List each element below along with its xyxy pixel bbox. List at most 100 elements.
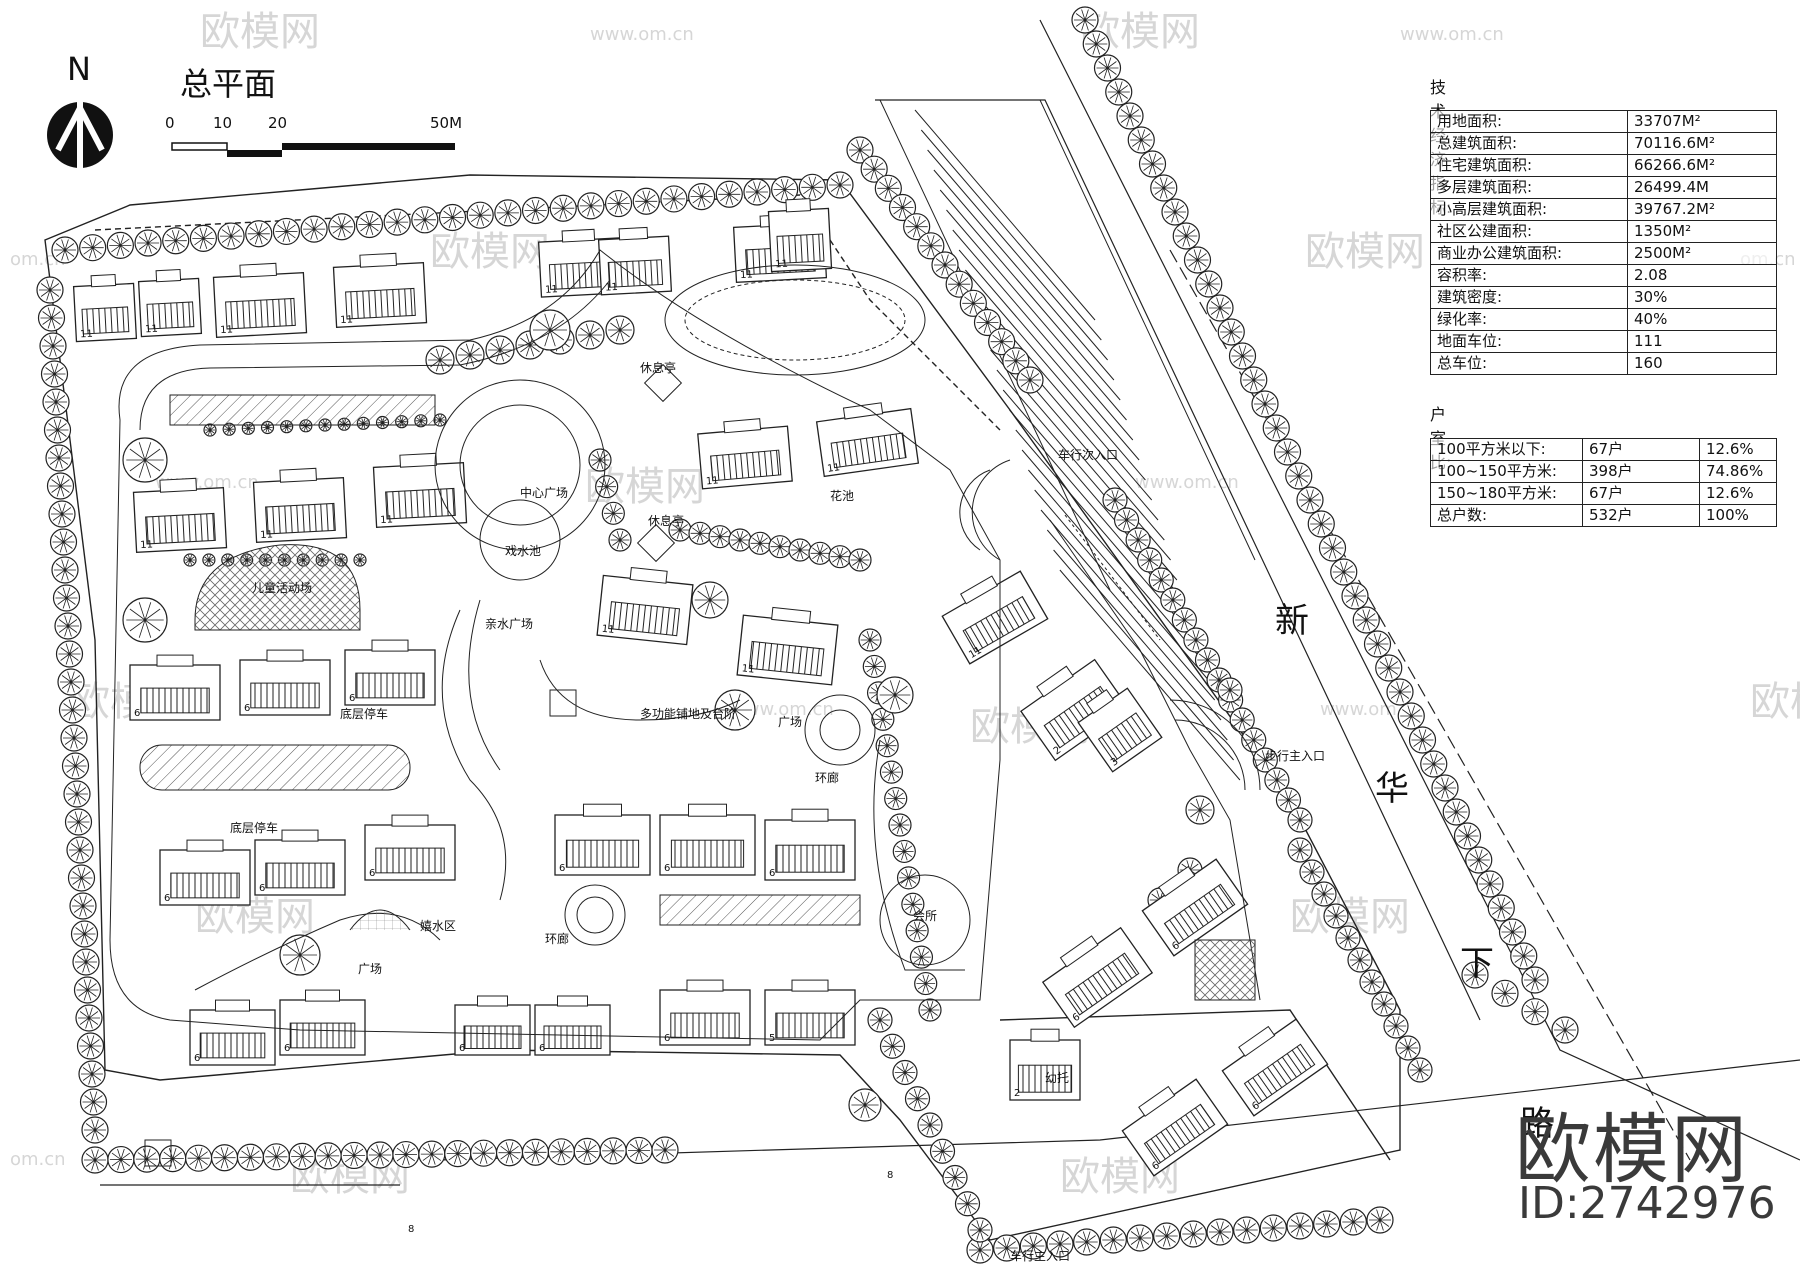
tree-icon: [573, 1137, 601, 1165]
tree-icon: [1395, 1035, 1421, 1061]
floor-count-label: 6: [1250, 1100, 1262, 1113]
parking-slot-line: [971, 289, 1153, 501]
unit-percent: 12.6%: [1699, 438, 1777, 461]
tree-icon: [521, 196, 550, 225]
tree-icon: [353, 553, 367, 567]
tree-icon: [1339, 1208, 1367, 1236]
tech-row: 多层建筑面积:26499.4M: [1430, 176, 1777, 199]
floor-count-label: 6: [134, 708, 140, 719]
tree-icon: [1071, 6, 1099, 34]
tree-icon: [884, 786, 908, 811]
building: 6: [189, 999, 276, 1066]
tree-icon: [1125, 527, 1151, 553]
tree-icon: [455, 340, 485, 370]
building: 6: [1121, 1078, 1229, 1177]
watermark-brand-text: 欧模网: [430, 229, 550, 275]
tree-icon: [1259, 1214, 1287, 1242]
tech-row: 绿化率:40%: [1430, 308, 1777, 331]
tree-icon: [1386, 678, 1414, 706]
tree-icon: [1521, 966, 1549, 994]
floor-count-label: 6: [559, 863, 565, 874]
tree-icon: [901, 892, 925, 916]
tech-value: 39767.2M²: [1627, 198, 1777, 221]
tree-icon: [288, 1142, 316, 1170]
tree-icon: [37, 304, 66, 332]
tech-value: 1350M²: [1627, 220, 1777, 243]
parking-slot-line: [1046, 529, 1228, 741]
tree-icon: [76, 1032, 105, 1060]
tree-icon: [917, 1112, 943, 1138]
tech-label: 住宅建筑面积:: [1430, 154, 1628, 177]
tree-icon: [595, 475, 619, 499]
tree-icon: [1240, 366, 1268, 394]
area-label-ground-parking-1: 底层停车: [340, 706, 388, 721]
building: 11: [815, 402, 920, 478]
building: 11: [596, 566, 694, 646]
tree-icon: [521, 1138, 550, 1166]
building: 6: [764, 808, 856, 881]
ground-parking-hatch-1: [169, 394, 436, 426]
tree-icon: [444, 1140, 472, 1168]
tree-icon: [904, 1086, 931, 1112]
tree-icon: [1442, 798, 1470, 826]
tree-icon: [1335, 925, 1361, 951]
tree-icon: [688, 183, 716, 211]
tech-row: 用地面积:33707M²: [1430, 110, 1777, 133]
tree-icon: [1287, 837, 1313, 863]
tech-label: 多层建筑面积:: [1430, 176, 1628, 199]
tech-label: 商业办公建筑面积:: [1430, 242, 1628, 265]
building: 11: [72, 273, 138, 343]
tree-icon: [43, 416, 72, 444]
tree-icon: [355, 210, 384, 239]
tech-value: 160: [1627, 352, 1777, 375]
tree-icon: [1171, 607, 1197, 633]
tree-icon: [1102, 487, 1128, 513]
tree-icon: [846, 136, 874, 164]
tree-icon: [279, 934, 321, 976]
building: 11: [372, 452, 468, 528]
tree-icon: [79, 234, 107, 262]
tree-icon: [917, 232, 945, 260]
building: 11: [132, 477, 228, 553]
tree-icon: [328, 213, 356, 241]
tree-icon: [1311, 881, 1337, 907]
floor-count-label: 11: [340, 314, 353, 326]
tree-icon: [1126, 1224, 1154, 1252]
tree-icon: [599, 1137, 627, 1165]
tree-icon: [262, 1143, 290, 1171]
tree-icon: [691, 581, 729, 619]
building: 11: [767, 198, 833, 273]
tree-icon: [438, 203, 467, 232]
tree-icon: [1194, 647, 1221, 673]
tree-icon: [942, 1164, 968, 1191]
tree-icon: [1299, 859, 1325, 885]
tree-icon: [63, 780, 91, 808]
unit-range: 总户数:: [1430, 504, 1583, 527]
tree-icon: [892, 1059, 918, 1086]
tree-icon: [1420, 750, 1448, 778]
tree-icon: [1431, 774, 1459, 802]
tree-icon: [45, 444, 73, 472]
tree-icon: [79, 1088, 108, 1116]
tree-icon: [1498, 918, 1527, 946]
tree-icon: [1487, 894, 1515, 922]
road-name-char-2: 华: [1375, 769, 1409, 809]
tree-icon: [1551, 1016, 1579, 1044]
tree-icon: [1408, 726, 1437, 754]
tech-row: 总建筑面积:70116.6M²: [1430, 132, 1777, 155]
tech-value: 70116.6M²: [1627, 132, 1777, 155]
parking-slot-line: [914, 109, 1096, 321]
tree-icon: [1273, 438, 1302, 466]
unit-count: 67户: [1582, 482, 1700, 505]
tree-icon: [1521, 998, 1549, 1026]
building: 6: [159, 839, 251, 906]
tree-icon: [1233, 1216, 1261, 1244]
area-label-plaza-2: 广场: [358, 962, 382, 976]
building: 11: [941, 570, 1049, 665]
tree-icon: [425, 345, 455, 375]
parking-slot-line: [933, 169, 1115, 381]
tree-icon: [1002, 347, 1030, 375]
tree-icon: [202, 553, 216, 567]
tree-icon: [903, 213, 931, 241]
site-plan-title: 总平面: [180, 65, 276, 103]
